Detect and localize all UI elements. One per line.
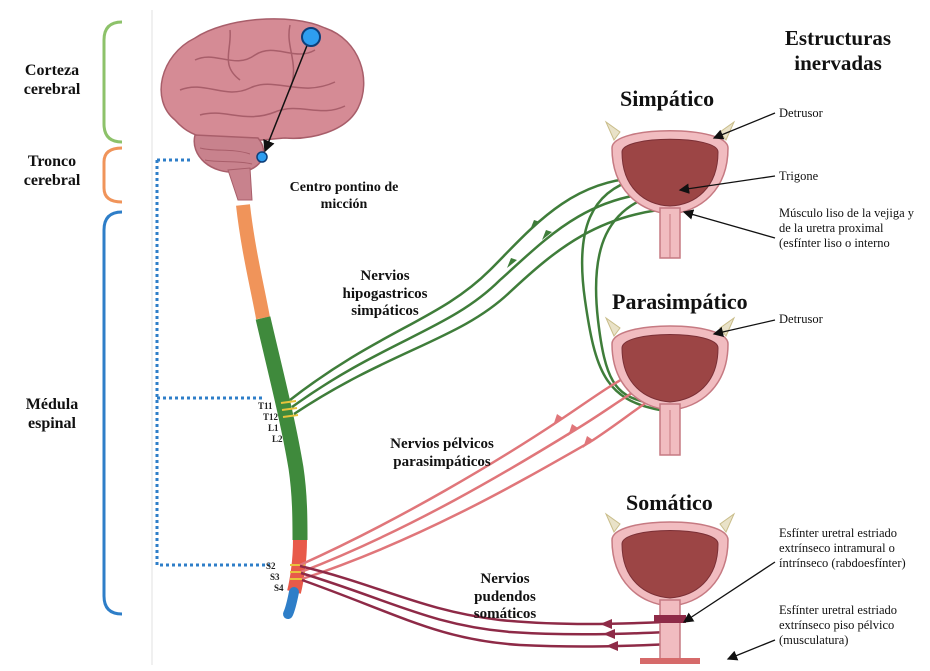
label-pudendal-nerves: Nervios pudendos somáticos (455, 571, 555, 624)
bladder-somatic (606, 514, 734, 664)
parasympathetic-arrowheads (553, 414, 593, 448)
spinal-dotted-line (157, 160, 270, 565)
spinal-cord-orange (243, 205, 263, 318)
brain-illustration (161, 19, 364, 200)
segment-s3: S3 (270, 573, 280, 582)
segment-s2: S2 (266, 562, 276, 571)
label-pontine-center: Centro pontino de micción (288, 180, 400, 213)
label-hypogastric-nerves: Nervios hipogastricos simpáticos (320, 268, 450, 321)
segment-t12: T12 (263, 413, 278, 422)
segment-l2: L2 (272, 435, 283, 444)
label-smooth-muscle: Músculo liso de la vejiga y de la uretra… (779, 206, 917, 250)
pontine-marker (257, 152, 267, 162)
heading-parasympathetic: Parasimpático (612, 289, 748, 315)
parasympathetic-nerves (300, 375, 650, 579)
label-pelvic-floor-sphincter: Esfínter uretral estriado extrínseco pis… (779, 603, 927, 647)
label-trigone: Trigone (779, 169, 818, 184)
spinal-cord-blue (288, 592, 294, 614)
label-spinal-cord: Médula espinal (6, 396, 98, 434)
spinal-bracket (104, 212, 122, 614)
cortex-marker (302, 28, 320, 46)
brainstem-bracket (104, 148, 122, 202)
cortex-bracket (104, 22, 122, 142)
label-pelvic-nerves: Nervios pélvicos parasimpáticos (372, 436, 512, 471)
label-brainstem: Tronco cerebral (6, 153, 98, 191)
segment-s4: S4 (274, 584, 284, 593)
label-structures-title: Estructuras inervadas (768, 26, 908, 76)
label-intramural-sphincter: Esfínter uretral estriado extrínseco int… (779, 526, 927, 570)
segment-l1: L1 (268, 424, 279, 433)
bladder-sympathetic (606, 122, 734, 258)
segment-t11: T11 (258, 402, 273, 411)
heading-somatic: Somático (626, 490, 713, 516)
label-detrusor-sympathetic: Detrusor (779, 106, 823, 121)
label-cortex: Corteza cerebral (6, 62, 98, 100)
heading-sympathetic: Simpático (620, 86, 714, 112)
bladder-parasympathetic (606, 318, 734, 455)
label-detrusor-parasympathetic: Detrusor (779, 312, 823, 327)
